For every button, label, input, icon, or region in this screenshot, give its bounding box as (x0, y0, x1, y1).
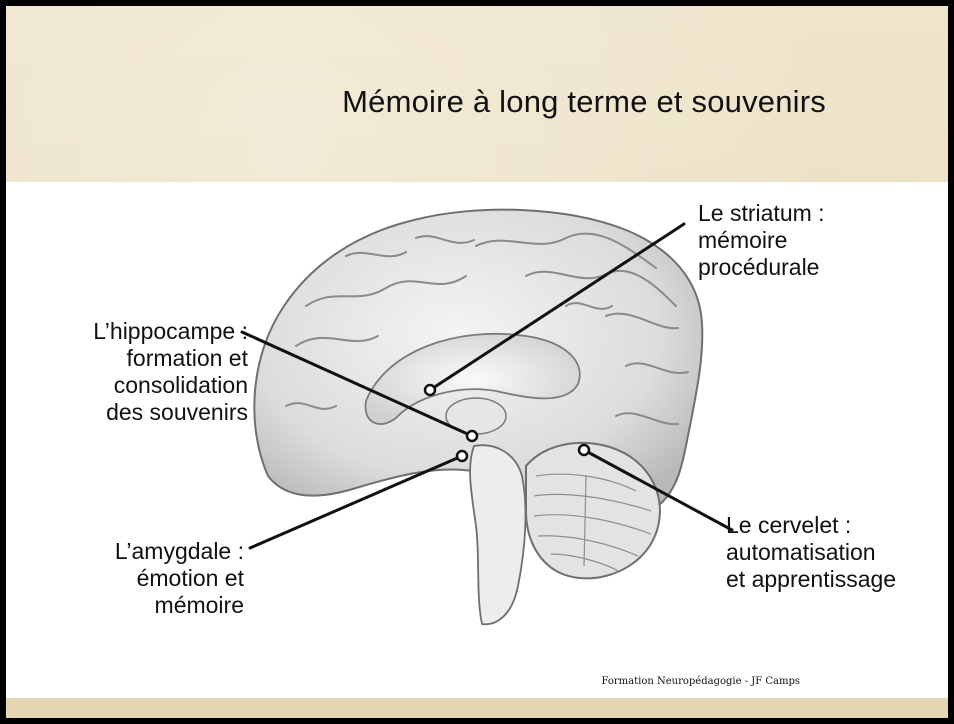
cervelet-line-2: et apprentissage (726, 566, 896, 593)
hippocampe-title: L’hippocampe : (6, 318, 248, 345)
hippocampe-line-1: formation et (6, 345, 248, 372)
slide: Mémoire à long terme et souvenirs (6, 6, 948, 718)
hippocampe-line-3: des souvenirs (6, 399, 248, 426)
label-hippocampe: L’hippocampe : formation et consolidatio… (6, 318, 248, 426)
marker-cervelet (579, 445, 589, 455)
marker-hippocampe (467, 431, 477, 441)
cerebellum (526, 443, 660, 579)
brainstem (470, 445, 525, 624)
hippocampe-line-2: consolidation (6, 372, 248, 399)
footer-bar (6, 698, 948, 718)
label-amygdale: L’amygdale : émotion et mémoire (6, 538, 244, 619)
striatum-title: Le striatum : (698, 200, 825, 227)
striatum-line-2: procédurale (698, 254, 825, 281)
label-striatum: Le striatum : mémoire procédurale (698, 200, 825, 281)
amygdale-line-2: mémoire (6, 592, 244, 619)
cervelet-line-1: automatisation (726, 539, 896, 566)
amygdale-title: L’amygdale : (6, 538, 244, 565)
label-cervelet: Le cervelet : automatisation et apprenti… (726, 512, 896, 593)
marker-striatum (425, 385, 435, 395)
slide-footer: Formation Neuropédagogie - JF Camps (6, 676, 948, 687)
cervelet-title: Le cervelet : (726, 512, 896, 539)
marker-amygdale (457, 451, 467, 461)
amygdale-line-1: émotion et (6, 565, 244, 592)
striatum-line-1: mémoire (698, 227, 825, 254)
